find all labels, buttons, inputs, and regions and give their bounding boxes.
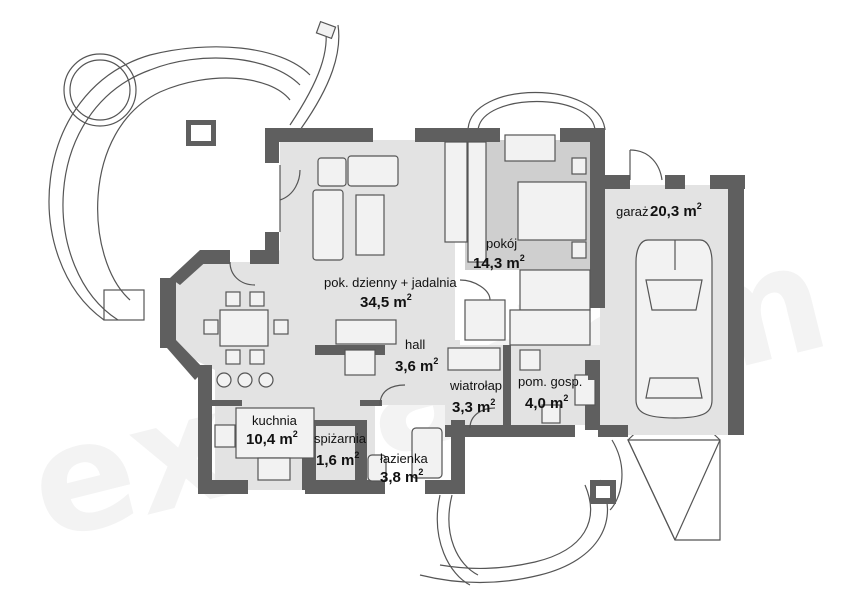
room-name-bedroom: pokój [486, 236, 517, 251]
room-name-vestibule: wiatrołap [449, 378, 502, 393]
room-area-vestibule: 3,3 m2 [452, 397, 495, 416]
room-name-living: pok. dzienny + jadalnia [324, 275, 457, 290]
room-labels: pok. dzienny + jadalnia 34,5 m2 pokój 14… [246, 201, 702, 486]
doors [229, 165, 496, 429]
room-name-bathroom: łazienka [380, 451, 428, 466]
room-area-utility: 4,0 m2 [525, 393, 568, 412]
room-area-hall: 3,6 m2 [395, 356, 438, 375]
room-name-kitchen: kuchnia [252, 413, 298, 428]
room-area-bathroom: 3,8 m2 [380, 467, 423, 486]
room-name-pantry: spiżarnia [314, 431, 367, 446]
terrace-arcs [48, 20, 721, 586]
room-name-hall: hall [405, 337, 425, 352]
room-area-pantry: 1,6 m2 [316, 450, 359, 469]
walls [160, 128, 745, 494]
room-area-garage: 20,3 m2 [650, 201, 702, 220]
room-name-garage: garaż [616, 204, 649, 219]
furniture [203, 134, 713, 482]
room-area-kitchen: 10,4 m2 [246, 429, 298, 448]
room-area-living: 34,5 m2 [360, 292, 412, 311]
room-area-bedroom: 14,3 m2 [473, 253, 525, 272]
room-name-utility: pom. gosp. [518, 374, 582, 389]
